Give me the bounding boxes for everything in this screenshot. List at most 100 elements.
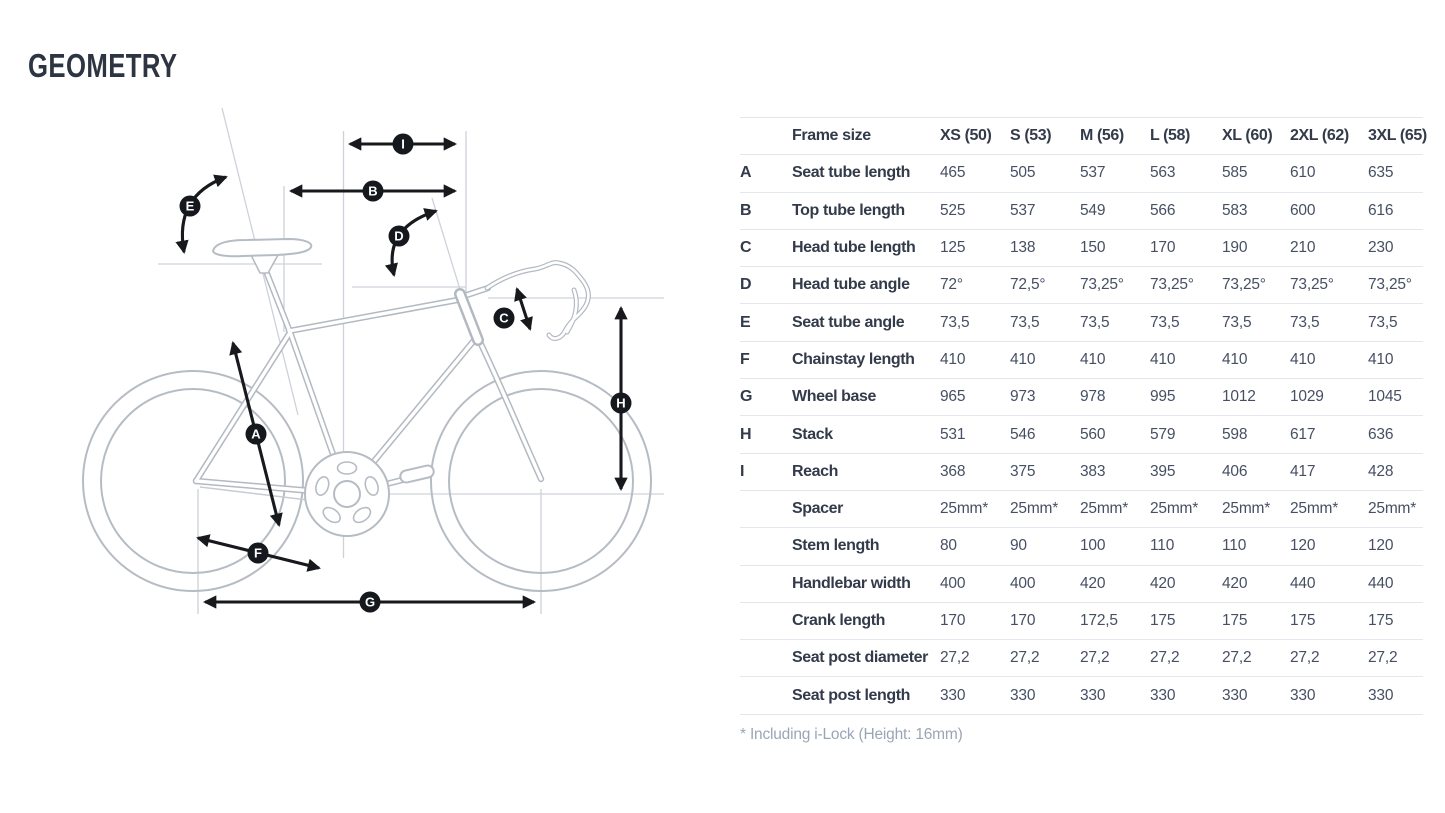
bike-frame [196,266,541,494]
row-value-cell: 27,2 [1222,649,1252,667]
row-marker-letter: G [740,388,753,406]
row-value-cell: 25mm* [1368,500,1417,518]
row-value-cell: 375 [1010,462,1036,480]
row-value-cell: 563 [1150,164,1176,182]
row-value-cell: 110 [1222,537,1247,555]
row-value-cell: 560 [1080,425,1106,443]
svg-text:E: E [186,199,195,214]
bike-pedal [399,464,435,484]
bike-crankset [304,451,435,537]
row-value-cell: 546 [1010,425,1036,443]
row-value-cell: 583 [1222,201,1248,219]
row-value-cell: 27,2 [1290,649,1320,667]
row-value-cell: 636 [1368,425,1394,443]
row-marker-letter: D [740,276,752,294]
row-value-cell: 110 [1150,537,1175,555]
page-title: GEOMETRY [28,47,178,84]
row-value-cell: 230 [1368,239,1394,257]
marker-badge-g: G [359,591,381,613]
row-value-cell: 1045 [1368,388,1402,406]
marker-badge-i: I [392,133,414,155]
row-value-cell: 440 [1290,574,1316,592]
geometry-table: Frame size XS (50)S (53)M (56)L (58)XL (… [740,117,1427,744]
row-label: Top tube length [792,201,905,219]
row-value-cell: 150 [1080,239,1106,257]
row-label: Seat post length [792,686,911,704]
svg-text:A: A [251,427,261,442]
row-value-cell: 410 [1080,350,1106,368]
row-value-cell: 410 [1368,350,1394,368]
row-value-cell: 525 [940,201,966,219]
row-value-cell: 465 [940,164,966,182]
row-value-cell: 73,25° [1222,276,1266,294]
row-value-cell: 616 [1368,201,1394,219]
row-value-cell: 172,5 [1080,612,1118,629]
row-value-cell: 400 [940,574,966,592]
row-value-cell: 73,5 [1222,313,1252,331]
row-value-cell: 330 [1150,686,1176,704]
row-value-cell: 420 [1222,574,1248,592]
row-value-cell: 410 [940,350,966,368]
row-value-cell: 978 [1080,388,1106,406]
row-value-cell: 73,5 [940,313,970,331]
row-marker-letter: B [740,201,752,219]
row-value-cell: 330 [1222,686,1248,704]
row-value-cell: 190 [1222,239,1248,257]
row-value-cell: 25mm* [1010,500,1059,518]
row-label: Stem length [792,537,880,555]
header-size-cell: M (56) [1080,127,1124,145]
reference-lines [158,107,664,614]
table-footnote: * Including i-Lock (Height: 16mm) [740,725,963,743]
row-value-cell: 25mm* [1290,500,1339,518]
header-size-cell: XS (50) [940,127,992,145]
row-marker-letter: H [740,425,752,443]
row-value-cell: 25mm* [1222,500,1271,518]
row-value-cell: 175 [1150,612,1176,629]
row-marker-letter: C [740,239,752,257]
row-value-cell: 537 [1080,164,1106,182]
row-value-cell: 617 [1290,425,1316,443]
svg-text:C: C [499,311,509,326]
svg-text:B: B [368,184,377,199]
row-value-cell: 80 [940,537,957,555]
row-label: Handlebar width [792,574,911,592]
row-value-cell: 175 [1290,612,1316,629]
header-size-cell: L (58) [1150,127,1190,145]
marker-badge-h: H [610,392,632,414]
row-value-cell: 417 [1290,462,1316,480]
row-value-cell: 25mm* [940,500,989,518]
table-row: Spacer 25mm*25mm*25mm*25mm*25mm*25mm*25m… [740,489,1423,527]
marker-badge-d: D [388,225,410,247]
row-value-cell: 440 [1368,574,1394,592]
header-size-cell: XL (60) [1222,127,1273,145]
row-value-cell: 368 [940,462,966,480]
header-frame-size: Frame size [792,127,871,145]
header-size-cell: 2XL (62) [1290,127,1349,145]
marker-badge-f: F [247,542,269,564]
table-row: D Head tube angle 72°72,5°73,25°73,25°73… [740,266,1423,303]
svg-text:I: I [401,137,405,152]
row-value-cell: 170 [1010,612,1036,629]
row-value-cell: 965 [940,388,966,406]
row-value-cell: 537 [1010,201,1036,219]
row-value-cell: 170 [940,612,966,629]
row-value-cell: 420 [1150,574,1176,592]
row-value-cell: 175 [1222,612,1248,629]
row-label: Spacer [792,500,843,518]
row-value-cell: 73,25° [1290,276,1334,294]
row-value-cell: 330 [1080,686,1106,704]
row-value-cell: 73,25° [1080,276,1124,294]
row-value-cell: 406 [1222,462,1248,480]
row-value-cell: 27,2 [1080,649,1110,667]
row-value-cell: 585 [1222,164,1248,182]
row-value-cell: 72,5° [1010,276,1046,294]
row-value-cell: 995 [1150,388,1176,406]
row-marker-letter: E [740,313,751,331]
row-value-cell: 531 [940,425,966,443]
